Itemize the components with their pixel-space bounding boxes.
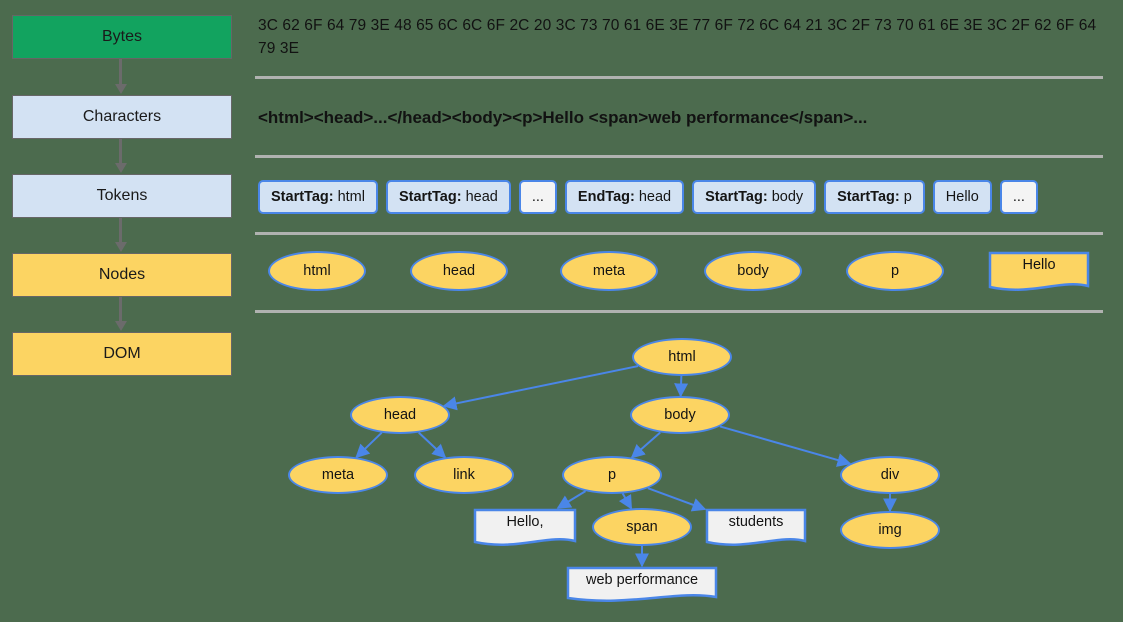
token-chip[interactable]: ... [518, 180, 557, 214]
section-divider-2 [255, 232, 1103, 235]
token-value: ... [1012, 189, 1025, 205]
tree-node-html[interactable]: html [632, 338, 732, 376]
token-value: ... [531, 189, 544, 205]
section-divider-0 [255, 76, 1103, 79]
tree-node-label: web performance [585, 572, 699, 588]
token-kind: EndTag: [577, 189, 635, 205]
token-kind: StartTag: [705, 189, 768, 205]
pipeline-step-dom[interactable]: DOM [12, 332, 232, 376]
pipeline-arrow-1 [114, 139, 127, 173]
pipeline-step-label: Bytes [101, 28, 142, 45]
token-value: Hello [945, 189, 979, 205]
pipeline-arrow-0 [114, 59, 127, 94]
tree-node-students[interactable]: students [705, 508, 807, 548]
token-value: body [771, 189, 804, 205]
token-value: head [465, 189, 498, 205]
node-chip-body[interactable]: body [704, 251, 802, 291]
tree-node-label: Hello, [506, 514, 544, 530]
pipeline-step-label: DOM [103, 345, 141, 362]
tree-node-div[interactable]: div [840, 456, 940, 494]
tree-node-body[interactable]: body [630, 396, 730, 434]
pipeline-step-bytes[interactable]: Bytes [12, 15, 232, 59]
tree-node-link[interactable]: link [414, 456, 514, 494]
node-chip-hello[interactable]: Hello [988, 251, 1090, 293]
bytes-hex-text: 3C 62 6F 64 79 3E 48 65 6C 6C 6F 2C 20 3… [258, 17, 1101, 57]
tree-node-head[interactable]: head [350, 396, 450, 434]
pipeline-step-nodes[interactable]: Nodes [12, 253, 232, 297]
pipeline-arrow-3 [114, 297, 127, 331]
token-kind: StartTag: [837, 189, 900, 205]
tree-node-p[interactable]: p [562, 456, 662, 494]
node-chip-html[interactable]: html [268, 251, 366, 291]
pipeline-step-label: Tokens [96, 187, 148, 204]
token-chip[interactable]: StartTag:p [824, 180, 925, 214]
token-value: p [903, 189, 912, 205]
node-chip-p[interactable]: p [846, 251, 944, 291]
node-chip-label: Hello [1022, 257, 1056, 273]
token-chip[interactable]: EndTag:head [564, 180, 685, 214]
node-chip-head[interactable]: head [410, 251, 508, 291]
tree-node-meta[interactable]: meta [288, 456, 388, 494]
token-chip[interactable]: StartTag:head [385, 180, 511, 214]
pipeline-step-tokens[interactable]: Tokens [12, 174, 232, 218]
tree-node-hello[interactable]: Hello, [473, 508, 577, 548]
tree-node-label: students [728, 514, 784, 530]
node-chip-meta[interactable]: meta [560, 251, 658, 291]
token-value: html [337, 189, 365, 205]
pipeline-step-characters[interactable]: Characters [12, 95, 232, 139]
section-divider-1 [255, 155, 1103, 158]
token-chip[interactable]: StartTag:html [258, 180, 378, 214]
token-chip[interactable]: StartTag:body [692, 180, 817, 214]
token-kind: StartTag: [271, 189, 334, 205]
pipeline-step-label: Characters [82, 108, 162, 125]
pipeline-step-label: Nodes [98, 266, 146, 283]
characters-markup-text: <html><head>...</head><body><p>Hello <sp… [258, 108, 868, 127]
token-kind: StartTag: [398, 189, 462, 205]
token-chip[interactable]: Hello [932, 180, 992, 214]
pipeline-arrow-2 [114, 218, 127, 252]
tree-node-webperf[interactable]: web performance [566, 566, 718, 604]
token-chip[interactable]: ... [999, 180, 1038, 214]
tree-node-span[interactable]: span [592, 508, 692, 546]
tree-node-img[interactable]: img [840, 511, 940, 549]
section-divider-3 [255, 310, 1103, 313]
token-value: head [638, 189, 672, 205]
